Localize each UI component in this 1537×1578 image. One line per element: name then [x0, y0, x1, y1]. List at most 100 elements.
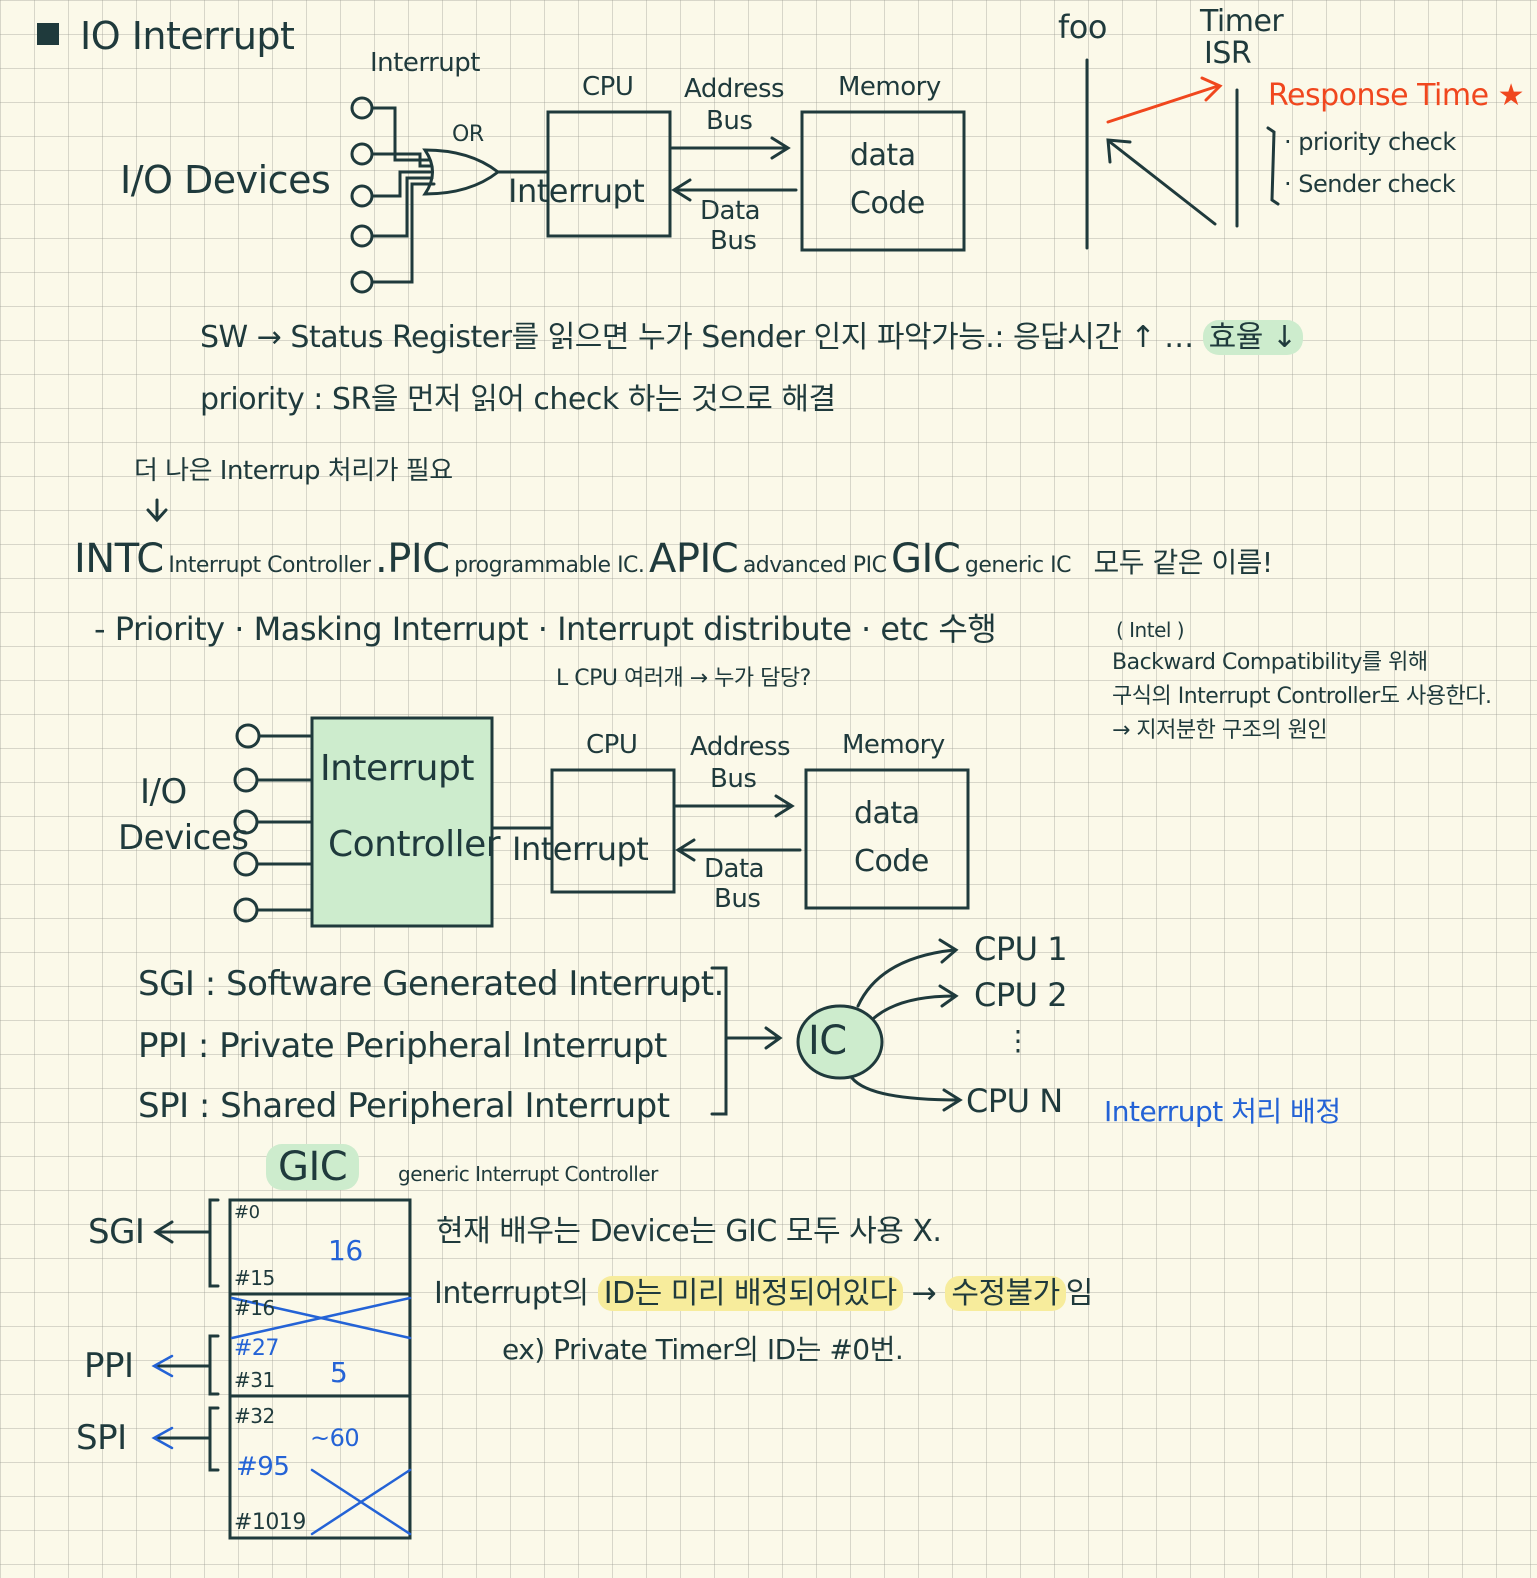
spi-side-label: SPI — [76, 1418, 127, 1458]
ic-circle-label: IC — [808, 1018, 847, 1064]
interrupt-lines-label: Interrupt — [370, 48, 480, 78]
efficiency-highlight: 효율 ↓ — [1202, 320, 1303, 355]
note-sw-status: SW → Status Register를 읽으면 누가 Sender 인지 파… — [200, 312, 1303, 356]
data-bus-label-2b: Bus — [714, 884, 761, 914]
controllers-line: INTC Interrupt Controller .PIC programma… — [74, 536, 1273, 582]
address-bus-label-1b: Bus — [706, 106, 753, 136]
or-label: OR — [452, 122, 484, 147]
address-bus-label-2: Address — [690, 732, 791, 762]
cpu-box-2 — [550, 768, 676, 894]
id-32: #32 — [234, 1404, 275, 1428]
bullet-square — [37, 23, 59, 45]
id-preassigned-highlight: ID는 미리 배정되어있다 — [597, 1276, 903, 1311]
intel-note-3: 구식의 Interrupt Controller도 사용한다. — [1112, 684, 1492, 709]
io-port-1 — [350, 96, 374, 120]
sender-check-label: · Sender check — [1284, 170, 1456, 198]
count-5: 5 — [330, 1356, 348, 1389]
id-0: #0 — [234, 1202, 260, 1223]
isr-label: ISR — [1204, 36, 1252, 71]
same-name-label: 모두 같은 이름! — [1093, 546, 1274, 579]
memory-data-2: data — [854, 796, 920, 831]
memory-code-2: Code — [854, 844, 929, 879]
id-16: #16 — [234, 1296, 275, 1320]
devices-label-2: Devices — [118, 818, 249, 858]
intel-note-2: Backward Compatibility를 위해 — [1112, 650, 1428, 675]
apic-label: APIC — [649, 536, 739, 582]
io2-port-2 — [233, 767, 259, 793]
data-bus-label-1: Data — [700, 196, 761, 226]
gic-note-2-arrow: → — [911, 1276, 937, 1311]
section-title: IO Interrupt — [80, 14, 295, 58]
cpu-dots: ⋮ — [1004, 1024, 1032, 1057]
memory-box-1 — [800, 110, 966, 252]
cpu-label-2: CPU — [586, 730, 638, 760]
intel-note-4: → 지저분한 구조의 원인 — [1112, 718, 1328, 743]
cpu-interrupt-label-1: Interrupt — [508, 172, 645, 210]
note-sw-text: SW → Status Register를 읽으면 누가 Sender 인지 파… — [200, 320, 1194, 355]
sgi-def: SGI : Software Generated Interrupt. — [138, 964, 724, 1004]
io-port-4 — [350, 224, 374, 248]
ppi-def: PPI : Private Peripheral Interrupt — [138, 1026, 667, 1066]
response-arrow — [1106, 84, 1220, 124]
id-1019: #1019 — [234, 1510, 306, 1535]
ppi-side-label: PPI — [84, 1346, 134, 1386]
id-27: #27 — [234, 1336, 279, 1361]
memory-label-1: Memory — [838, 72, 941, 102]
pic-label: .PIC — [374, 536, 450, 582]
io2-port-5 — [233, 897, 259, 923]
cpu-label-1: CPU — [582, 72, 634, 102]
spi-def: SPI : Shared Peripheral Interrupt — [138, 1086, 670, 1126]
note-better: 더 나은 Interrup 처리가 필요 — [134, 456, 453, 486]
gic-note-2a: Interrupt의 — [434, 1276, 589, 1311]
intel-note-1: ( Intel ) — [1116, 618, 1185, 642]
priority-check-label: · priority check — [1284, 128, 1456, 156]
or-gate — [422, 148, 501, 196]
io-port-5 — [350, 270, 374, 294]
ic-box-line-2: Controller — [328, 824, 501, 865]
gic-sub-top: generic IC — [964, 553, 1072, 578]
memory-data-1: data — [850, 138, 916, 173]
intc-sub: Interrupt Controller — [168, 553, 371, 578]
sgi-side-label: SGI — [88, 1212, 145, 1252]
pic-sub: programmable IC. — [454, 553, 645, 578]
io-port-3 — [350, 184, 374, 208]
count-60: ~60 — [310, 1424, 360, 1452]
gic-note-3: ex) Private Timer의 ID는 #0번. — [502, 1333, 904, 1366]
intc-label: INTC — [74, 536, 164, 582]
io-label-2: I/O — [140, 772, 187, 812]
memory-code-1: Code — [850, 186, 925, 221]
gic-title: GIC — [266, 1144, 360, 1190]
gic-label-top: GIC — [891, 536, 961, 582]
dispatch-label: Interrupt 처리 배정 — [1104, 1095, 1341, 1128]
memory-box-2 — [804, 768, 970, 910]
gic-table — [228, 1198, 412, 1540]
immutable-highlight: 수정불가 — [945, 1276, 1066, 1311]
data-bus-label-2: Data — [704, 854, 765, 884]
cpu-2-label: CPU 2 — [974, 976, 1068, 1014]
cpu-1-label: CPU 1 — [974, 930, 1068, 968]
cpu-interrupt-label-2: Interrupt — [512, 830, 649, 868]
id-15: #15 — [234, 1266, 275, 1290]
data-bus-label-1b: Bus — [710, 226, 757, 256]
apic-sub: advanced PIC — [742, 553, 887, 578]
id-95: #95 — [236, 1452, 290, 1482]
count-16: 16 — [328, 1234, 363, 1267]
roles-line: - Priority · Masking Interrupt · Interru… — [94, 610, 997, 648]
io-devices-label: I/O Devices — [120, 158, 331, 202]
foo-label: foo — [1058, 8, 1107, 46]
cpu-box-1 — [546, 110, 672, 238]
gic-note-1: 현재 배우는 Device는 GIC 모두 사용 X. — [436, 1214, 942, 1249]
timer-label: Timer — [1200, 4, 1284, 39]
ic-circle — [796, 1004, 884, 1080]
gic-subtitle: generic Interrupt Controller — [398, 1162, 658, 1186]
ic-box-line-1: Interrupt — [320, 748, 474, 789]
response-time-label: Response Time ★ — [1268, 78, 1524, 113]
cpu-many-line: L CPU 여러개 → 누가 담당? — [556, 666, 811, 691]
id-31: #31 — [234, 1368, 275, 1392]
note-priority: priority : SR을 먼저 읽어 check 하는 것으로 해결 — [200, 382, 836, 417]
address-bus-label-2b: Bus — [710, 764, 757, 794]
interrupt-controller-box — [310, 716, 494, 928]
address-bus-label-1: Address — [684, 74, 785, 104]
